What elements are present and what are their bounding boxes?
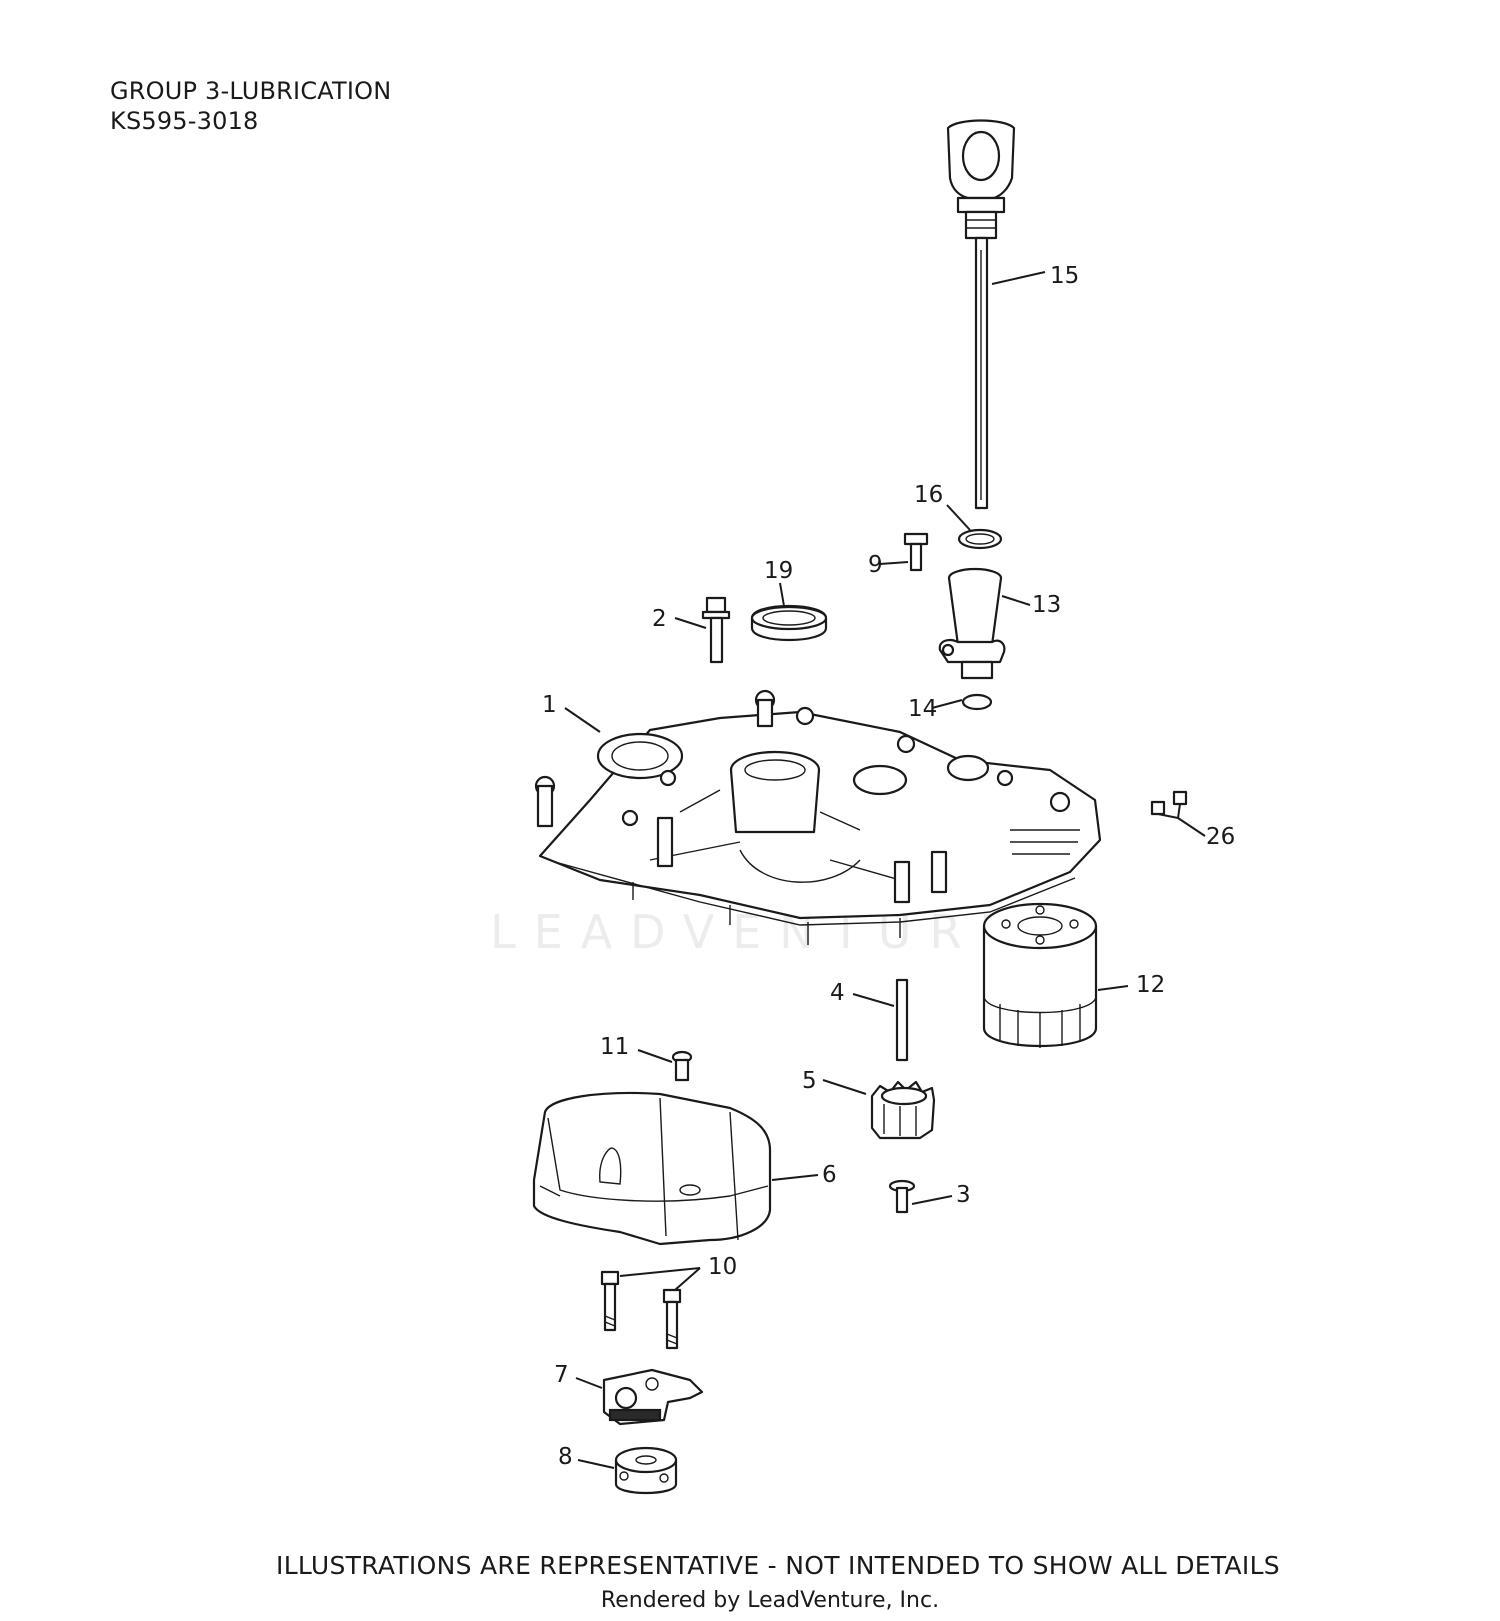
callout-6[interactable]: 6	[822, 1162, 837, 1188]
credit-text: Rendered by LeadVenture, Inc.	[600, 1588, 940, 1613]
part-19-oil-seal[interactable]	[750, 604, 828, 642]
callout-4[interactable]: 4	[830, 980, 845, 1006]
leader-lines	[564, 271, 1206, 1469]
part-10-bolts[interactable]	[600, 1270, 682, 1350]
callout-13[interactable]: 13	[1032, 592, 1061, 618]
callout-10[interactable]: 10	[708, 1254, 737, 1280]
callout-16[interactable]: 16	[914, 482, 943, 508]
callout-labels: 15 16 9 13 14 2 19 1 26 12 4 11 5 6 3 10…	[542, 263, 1235, 1470]
part-5-gear[interactable]	[870, 1080, 936, 1140]
part-26-kit[interactable]	[1150, 790, 1188, 816]
part-6-shield[interactable]	[532, 1091, 772, 1246]
part-15-dipstick[interactable]	[946, 119, 1016, 510]
part-11-screw[interactable]	[671, 1050, 693, 1082]
callout-2[interactable]: 2	[652, 606, 667, 632]
watermark: LEADVENTURE	[490, 905, 1027, 959]
part-3-screw[interactable]	[888, 1179, 916, 1214]
part-8-rotor[interactable]	[614, 1446, 678, 1495]
callout-5[interactable]: 5	[802, 1068, 817, 1094]
part-1-closure-plate[interactable]	[534, 689, 1102, 945]
callout-14[interactable]: 14	[908, 696, 937, 722]
callout-7[interactable]: 7	[554, 1362, 569, 1388]
part-16-o-ring[interactable]	[957, 528, 1003, 550]
callout-1[interactable]: 1	[542, 692, 557, 718]
callout-12[interactable]: 12	[1136, 972, 1165, 998]
callout-3[interactable]: 3	[956, 1182, 971, 1208]
callout-15[interactable]: 15	[1050, 263, 1079, 289]
callout-8[interactable]: 8	[558, 1444, 573, 1470]
callout-19[interactable]: 19	[764, 558, 793, 584]
diagram-code: KS595-3018	[110, 107, 259, 135]
part-12-oil-filter[interactable]	[982, 902, 1098, 1048]
part-14-o-ring[interactable]	[961, 693, 993, 711]
part-13-dipstick-tube[interactable]	[938, 567, 1006, 680]
part-2-bolt[interactable]	[701, 596, 731, 664]
part-4-shaft[interactable]	[895, 978, 909, 1062]
part-9-bolt[interactable]	[903, 532, 929, 572]
callout-9[interactable]: 9	[868, 552, 883, 578]
callout-11[interactable]: 11	[600, 1034, 629, 1060]
part-7-oil-pump[interactable]	[602, 1368, 704, 1426]
callout-26[interactable]: 26	[1206, 824, 1235, 850]
disclaimer-text: ILLUSTRATIONS ARE REPRESENTATIVE - NOT I…	[276, 1551, 1280, 1580]
group-title: GROUP 3-LUBRICATION	[110, 77, 392, 105]
